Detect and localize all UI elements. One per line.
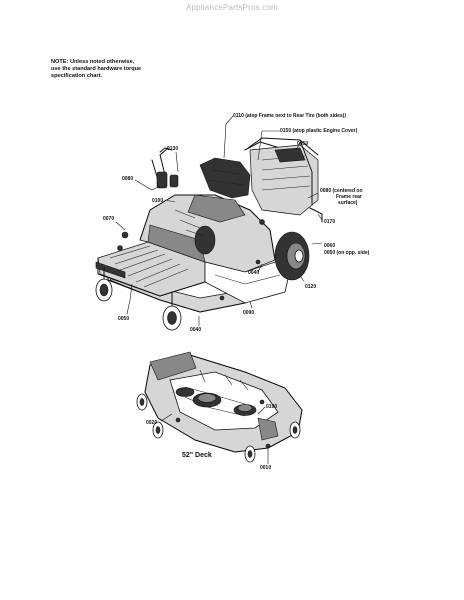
torque-note: NOTE: Unless noted otherwise, use the st… xyxy=(51,59,171,80)
callout-0130: 0130 xyxy=(167,146,178,152)
callout-0100: 0100 xyxy=(152,198,163,204)
callout-0170: 0170 xyxy=(324,219,335,225)
note-line-3: specification chart. xyxy=(51,73,102,79)
deck-illustration xyxy=(136,351,303,463)
mower-illustration xyxy=(95,137,323,331)
callout-0060: 0060 xyxy=(324,243,335,249)
note-line-1: NOTE: Unless noted otherwise, xyxy=(51,59,135,65)
callout-0040-bottom: 0040 xyxy=(190,327,201,333)
callout-0080: 0080 xyxy=(122,176,133,182)
deck-leader-lines xyxy=(160,406,269,464)
callout-0020: 0020 xyxy=(146,420,157,426)
callout-0150: 0150 (atop plastic Engine Cover) xyxy=(280,128,358,134)
deck-caption: 52" Deck xyxy=(182,452,212,459)
callout-0040-mid: 0040 xyxy=(248,270,259,276)
callout-0090: 0090 xyxy=(243,310,254,316)
callout-0080-right-line-3: surface) xyxy=(338,200,358,206)
callout-0070: 0070 xyxy=(103,216,114,222)
callout-0190: 0190 xyxy=(266,404,277,410)
callout-0080-right-line-1: 0080 (centered on xyxy=(320,188,363,194)
note-line-2: use the standard hardware torque xyxy=(51,66,142,72)
callout-0080-right-line-2: Frame rear xyxy=(336,194,362,200)
callout-0110: 0110 (atop Frame next to Rear Tire (both… xyxy=(233,113,346,119)
callout-0050-opp-side: 0050 (on opp. side) xyxy=(324,250,370,256)
callout-0050-bottom: 0050 xyxy=(118,316,129,322)
callout-labels: 0110 (atop Frame next to Rear Tire (both… xyxy=(103,113,370,471)
callout-0010: 0010 xyxy=(260,465,271,471)
callout-0050-top: 0050 xyxy=(297,141,308,147)
watermark: AppliancePartsPros.com xyxy=(186,3,278,12)
mower-leader-lines xyxy=(115,115,323,326)
callout-0120: 0120 xyxy=(305,284,316,290)
